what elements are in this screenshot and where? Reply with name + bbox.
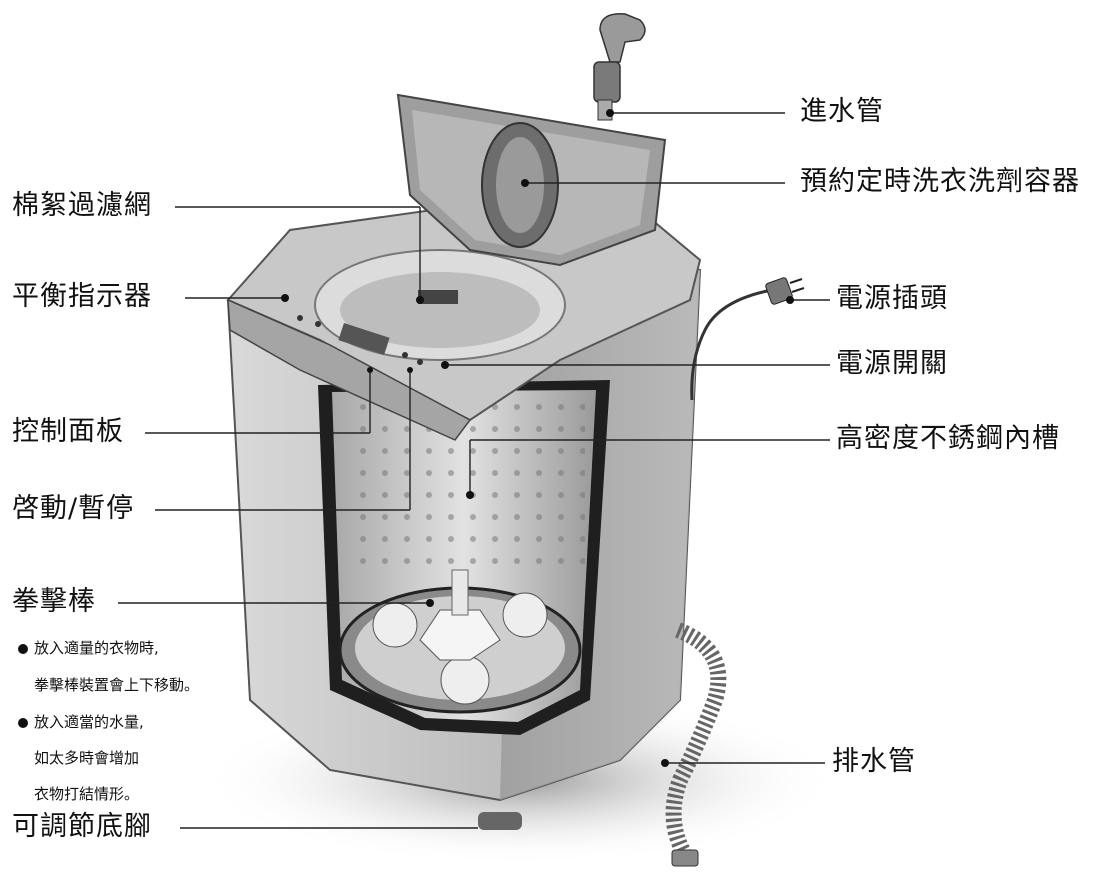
label-punch-rod: 拳擊棒	[12, 586, 96, 617]
label-power-switch: 電源開關	[836, 348, 948, 379]
label-control-panel: 控制面板	[12, 416, 124, 447]
power-cord	[690, 288, 773, 401]
power-plug-shape	[765, 277, 793, 305]
note-line-3: 放入適當的水量,	[34, 713, 144, 731]
label-balance-indicator: 平衡指示器	[12, 281, 152, 312]
label-start-pause: 啓動/暫停	[12, 493, 135, 524]
label-drain-hose: 排水管	[832, 746, 916, 777]
note-line-4: 如太多時會增加	[34, 749, 140, 767]
inlet-hose-shape	[593, 61, 621, 103]
label-adjustable-feet: 可調節底腳	[12, 811, 152, 842]
note-line-5: 衣物打結情形。	[34, 785, 140, 803]
drain-hose-shape	[665, 622, 727, 859]
leader-lines	[118, 109, 830, 829]
label-stainless-tub: 高密度不銹鋼內槽	[836, 423, 1060, 454]
bullet-icon	[18, 718, 28, 728]
pulsator	[419, 609, 501, 661]
note-line-2: 拳擊棒裝置會上下移動。	[34, 676, 200, 694]
label-inlet-hose: 進水管	[800, 96, 884, 127]
adjustable-foot-shape	[478, 812, 522, 830]
water-tap	[599, 13, 646, 63]
label-power-plug: 電源插頭	[836, 283, 948, 314]
bullet-icon	[18, 644, 28, 654]
note-line-1: 放入適量的衣物時,	[34, 639, 159, 657]
label-lint-filter: 棉絮過濾網	[12, 190, 152, 221]
label-detergent-container: 預約定時洗衣洗劑容器	[800, 166, 1080, 197]
